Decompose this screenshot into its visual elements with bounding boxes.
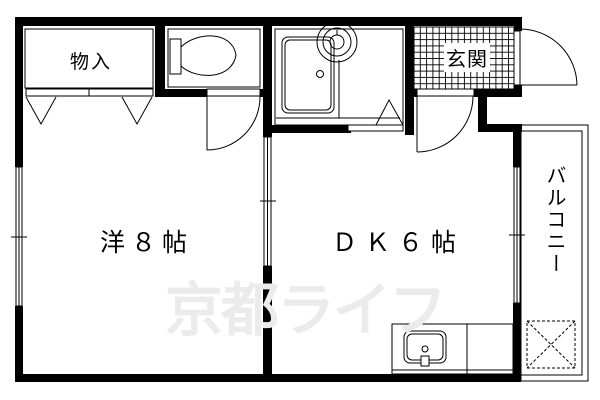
watermark: 京都ライフ [165, 276, 447, 344]
bathroom [274, 21, 404, 132]
walls [15, 17, 522, 382]
dining-kitchen-label: ＤＫ６帖 [332, 228, 465, 257]
western-room-label: 洋８帖 [100, 228, 194, 257]
storage-label: 物入 [70, 51, 113, 73]
balcony-label: バルコニー [543, 165, 567, 275]
toilet-door [206, 88, 261, 151]
toilet [167, 28, 261, 88]
windows [11, 136, 525, 307]
kitchen-counter [391, 323, 514, 375]
balcony [520, 124, 589, 382]
entry-door [513, 28, 578, 86]
entrance-inner-door [416, 88, 475, 153]
entrance-label: 玄関 [444, 43, 490, 72]
storage-closet [24, 28, 154, 126]
